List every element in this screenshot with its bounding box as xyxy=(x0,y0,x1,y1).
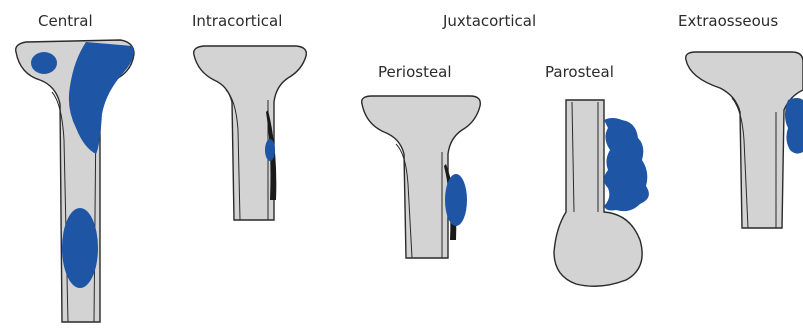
periosteal-lesion xyxy=(445,174,467,226)
label-extraosseous: Extraosseous xyxy=(678,12,778,30)
central-lesion-small xyxy=(31,52,57,74)
intracortical-lesion xyxy=(265,139,275,161)
extraosseous-bone xyxy=(686,52,803,228)
parosteal-bone xyxy=(554,100,649,286)
label-juxtacortical: Juxtacortical xyxy=(443,12,536,30)
central-lesion-shaft xyxy=(62,208,98,288)
label-parosteal: Parosteal xyxy=(545,63,614,81)
intracortical-bone-shape xyxy=(194,46,307,220)
parosteal-lesion xyxy=(604,118,649,211)
label-periosteal: Periosteal xyxy=(378,63,452,81)
periosteal-bone-shape xyxy=(362,96,481,258)
periosteal-bone xyxy=(362,96,481,258)
extraosseous-lesion xyxy=(785,98,803,154)
central-bone xyxy=(16,40,134,322)
label-intracortical: Intracortical xyxy=(192,12,282,30)
label-central: Central xyxy=(38,12,93,30)
intracortical-bone xyxy=(194,46,307,220)
